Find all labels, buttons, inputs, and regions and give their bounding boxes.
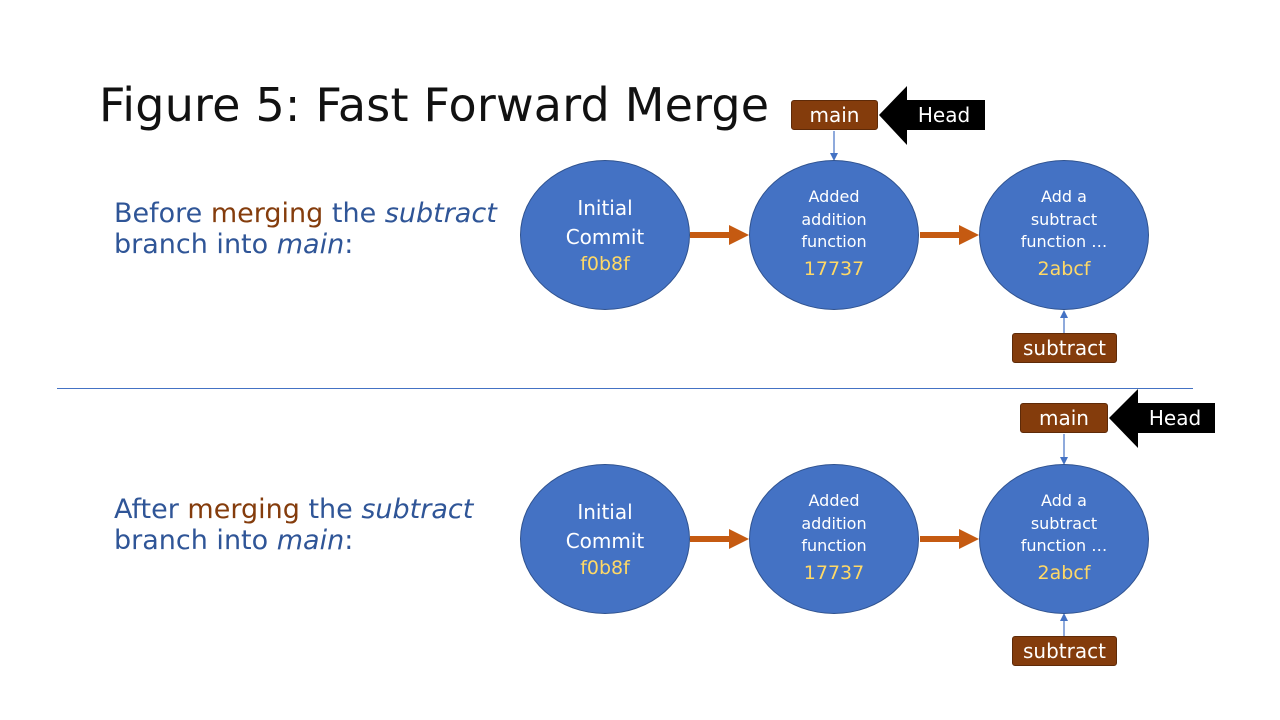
caption-branch-name: subtract xyxy=(361,494,474,525)
commit-arrow-2-top xyxy=(920,225,979,245)
caption-text: : xyxy=(344,525,354,556)
caption-text: Before xyxy=(114,198,211,229)
section-divider xyxy=(57,388,1193,389)
commit-arrow-2-bottom xyxy=(920,529,979,549)
commit-message: Added addition function xyxy=(801,491,867,556)
caption-text: branch into xyxy=(114,525,277,556)
main-pointer-tip-top xyxy=(830,153,838,161)
caption-target-branch: main xyxy=(276,229,345,260)
commit-arrow-1-top xyxy=(690,225,749,245)
caption-merging: merging xyxy=(210,198,324,229)
head-arrow-bottom xyxy=(1109,389,1215,448)
caption-text: : xyxy=(344,229,354,260)
commit-hash: f0b8f xyxy=(580,557,630,579)
subtract-pointer-tip-top xyxy=(1060,310,1068,318)
caption-merging: merging xyxy=(187,494,300,525)
branch-label-main-bottom[interactable]: main xyxy=(1020,403,1108,433)
branch-label-main-top[interactable]: main xyxy=(791,100,878,130)
slide-title: Figure 5: Fast Forward Merge xyxy=(99,78,770,132)
caption-text: branch into xyxy=(114,229,277,260)
commit-message: Added addition function xyxy=(801,187,867,252)
caption-text: the xyxy=(299,494,362,525)
head-label-top: Head xyxy=(917,103,971,127)
commit-message: Initial Commit xyxy=(565,196,645,249)
commit-node-subtract-top[interactable]: Add a subtract function … 2abcf xyxy=(979,160,1149,310)
commit-node-subtract-bottom[interactable]: Add a subtract function … 2abcf xyxy=(979,464,1149,614)
commit-node-addition-bottom[interactable]: Added addition function 17737 xyxy=(749,464,919,614)
branch-label-subtract-bottom[interactable]: subtract xyxy=(1012,636,1117,666)
commit-node-initial-top[interactable]: Initial Commit f0b8f xyxy=(520,160,690,310)
head-arrow-top xyxy=(879,86,985,145)
commit-hash: f0b8f xyxy=(580,253,630,275)
commit-node-initial-bottom[interactable]: Initial Commit f0b8f xyxy=(520,464,690,614)
commit-arrow-1-bottom xyxy=(690,529,749,549)
commit-message: Initial Commit xyxy=(565,500,645,553)
commit-node-addition-top[interactable]: Added addition function 17737 xyxy=(749,160,919,310)
branch-label-subtract-top[interactable]: subtract xyxy=(1012,333,1117,363)
commit-hash: 17737 xyxy=(803,561,865,584)
caption-branch-name: subtract xyxy=(384,198,497,229)
caption-after: After merging the subtract branch into m… xyxy=(114,494,473,556)
caption-before: Before merging the subtract branch into … xyxy=(114,198,497,260)
commit-hash: 17737 xyxy=(803,257,865,280)
commit-message: Add a subtract function … xyxy=(1020,187,1108,252)
head-label-bottom: Head xyxy=(1148,406,1202,430)
main-pointer-tip-bottom xyxy=(1060,457,1068,465)
commit-hash: 2abcf xyxy=(1037,561,1091,584)
caption-target-branch: main xyxy=(276,525,345,556)
commit-message: Add a subtract function … xyxy=(1020,491,1108,556)
caption-text: the xyxy=(323,198,385,229)
commit-hash: 2abcf xyxy=(1037,257,1091,280)
caption-text: After xyxy=(114,494,188,525)
subtract-pointer-tip-bottom xyxy=(1060,613,1068,621)
